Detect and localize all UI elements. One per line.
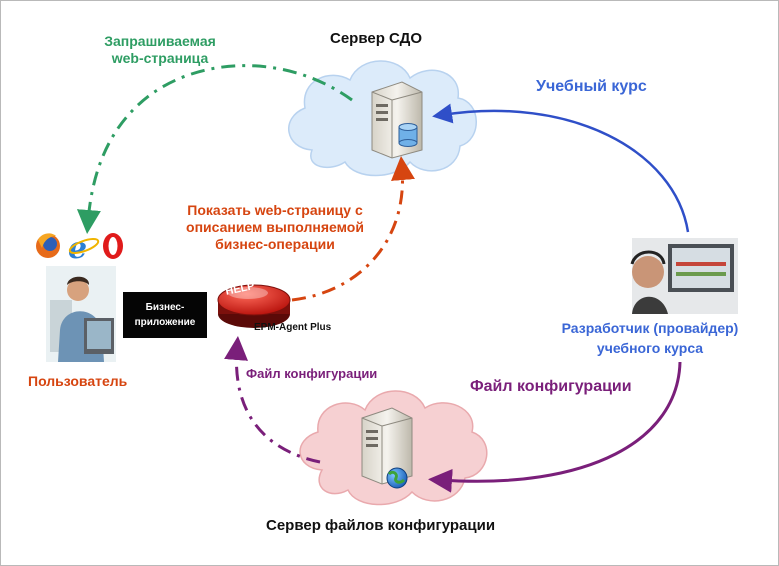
business-app-line1: Бизнес-: [145, 302, 185, 313]
svg-text:e: e: [68, 231, 87, 266]
help-button-label: HELP: [224, 280, 255, 298]
show-page-line1: Показать web-страницу с: [187, 202, 363, 218]
config-file-upload-arrow: [428, 361, 682, 493]
opera-icon: [103, 233, 123, 259]
config-server-title: Сервер файлов конфигурации: [266, 517, 496, 534]
epm-agent-label: EPM-Agent Plus: [254, 322, 332, 333]
developer-photo: [630, 238, 738, 314]
user-photo: [46, 266, 116, 362]
requested-page-label: Запрашиваемая web-страница: [70, 33, 250, 67]
requested-page-line1: Запрашиваемая: [104, 33, 216, 49]
developer-label: Разработчик (провайдер) учебного курса: [540, 318, 760, 358]
show-page-label: Показать web-страницу с описанием выполн…: [160, 202, 390, 253]
ie-icon: e: [68, 231, 100, 266]
config-file-small-label: Файл конфигурации: [246, 366, 378, 381]
requested-page-arrow: [76, 64, 353, 234]
help-button-icon: HELP: [217, 280, 291, 328]
server-icon: [361, 407, 413, 485]
show-page-line2: описанием выполняемой: [186, 219, 364, 235]
course-label: Учебный курс: [536, 78, 647, 95]
lms-server-title: Сервер СДО: [330, 30, 423, 47]
show-page-line3: бизнес-операции: [215, 236, 335, 252]
requested-page-line2: web-страница: [111, 50, 209, 66]
server-icon: [371, 81, 423, 159]
course-arrow: [432, 103, 690, 233]
business-app-box: Бизнес- приложение: [123, 292, 207, 338]
firefox-icon: [36, 233, 60, 258]
business-app-line2: приложение: [134, 317, 196, 328]
globe-icon: [386, 467, 408, 489]
config-file-download-arrow: [224, 336, 321, 464]
show-page-arrow: [291, 156, 415, 302]
config-file-big-label: Файл конфигурации: [470, 378, 632, 395]
user-label: Пользователь: [28, 373, 128, 389]
developer-line1: Разработчик (провайдер): [561, 320, 739, 336]
database-icon: [398, 123, 418, 147]
developer-line2: учебного курса: [596, 340, 704, 356]
